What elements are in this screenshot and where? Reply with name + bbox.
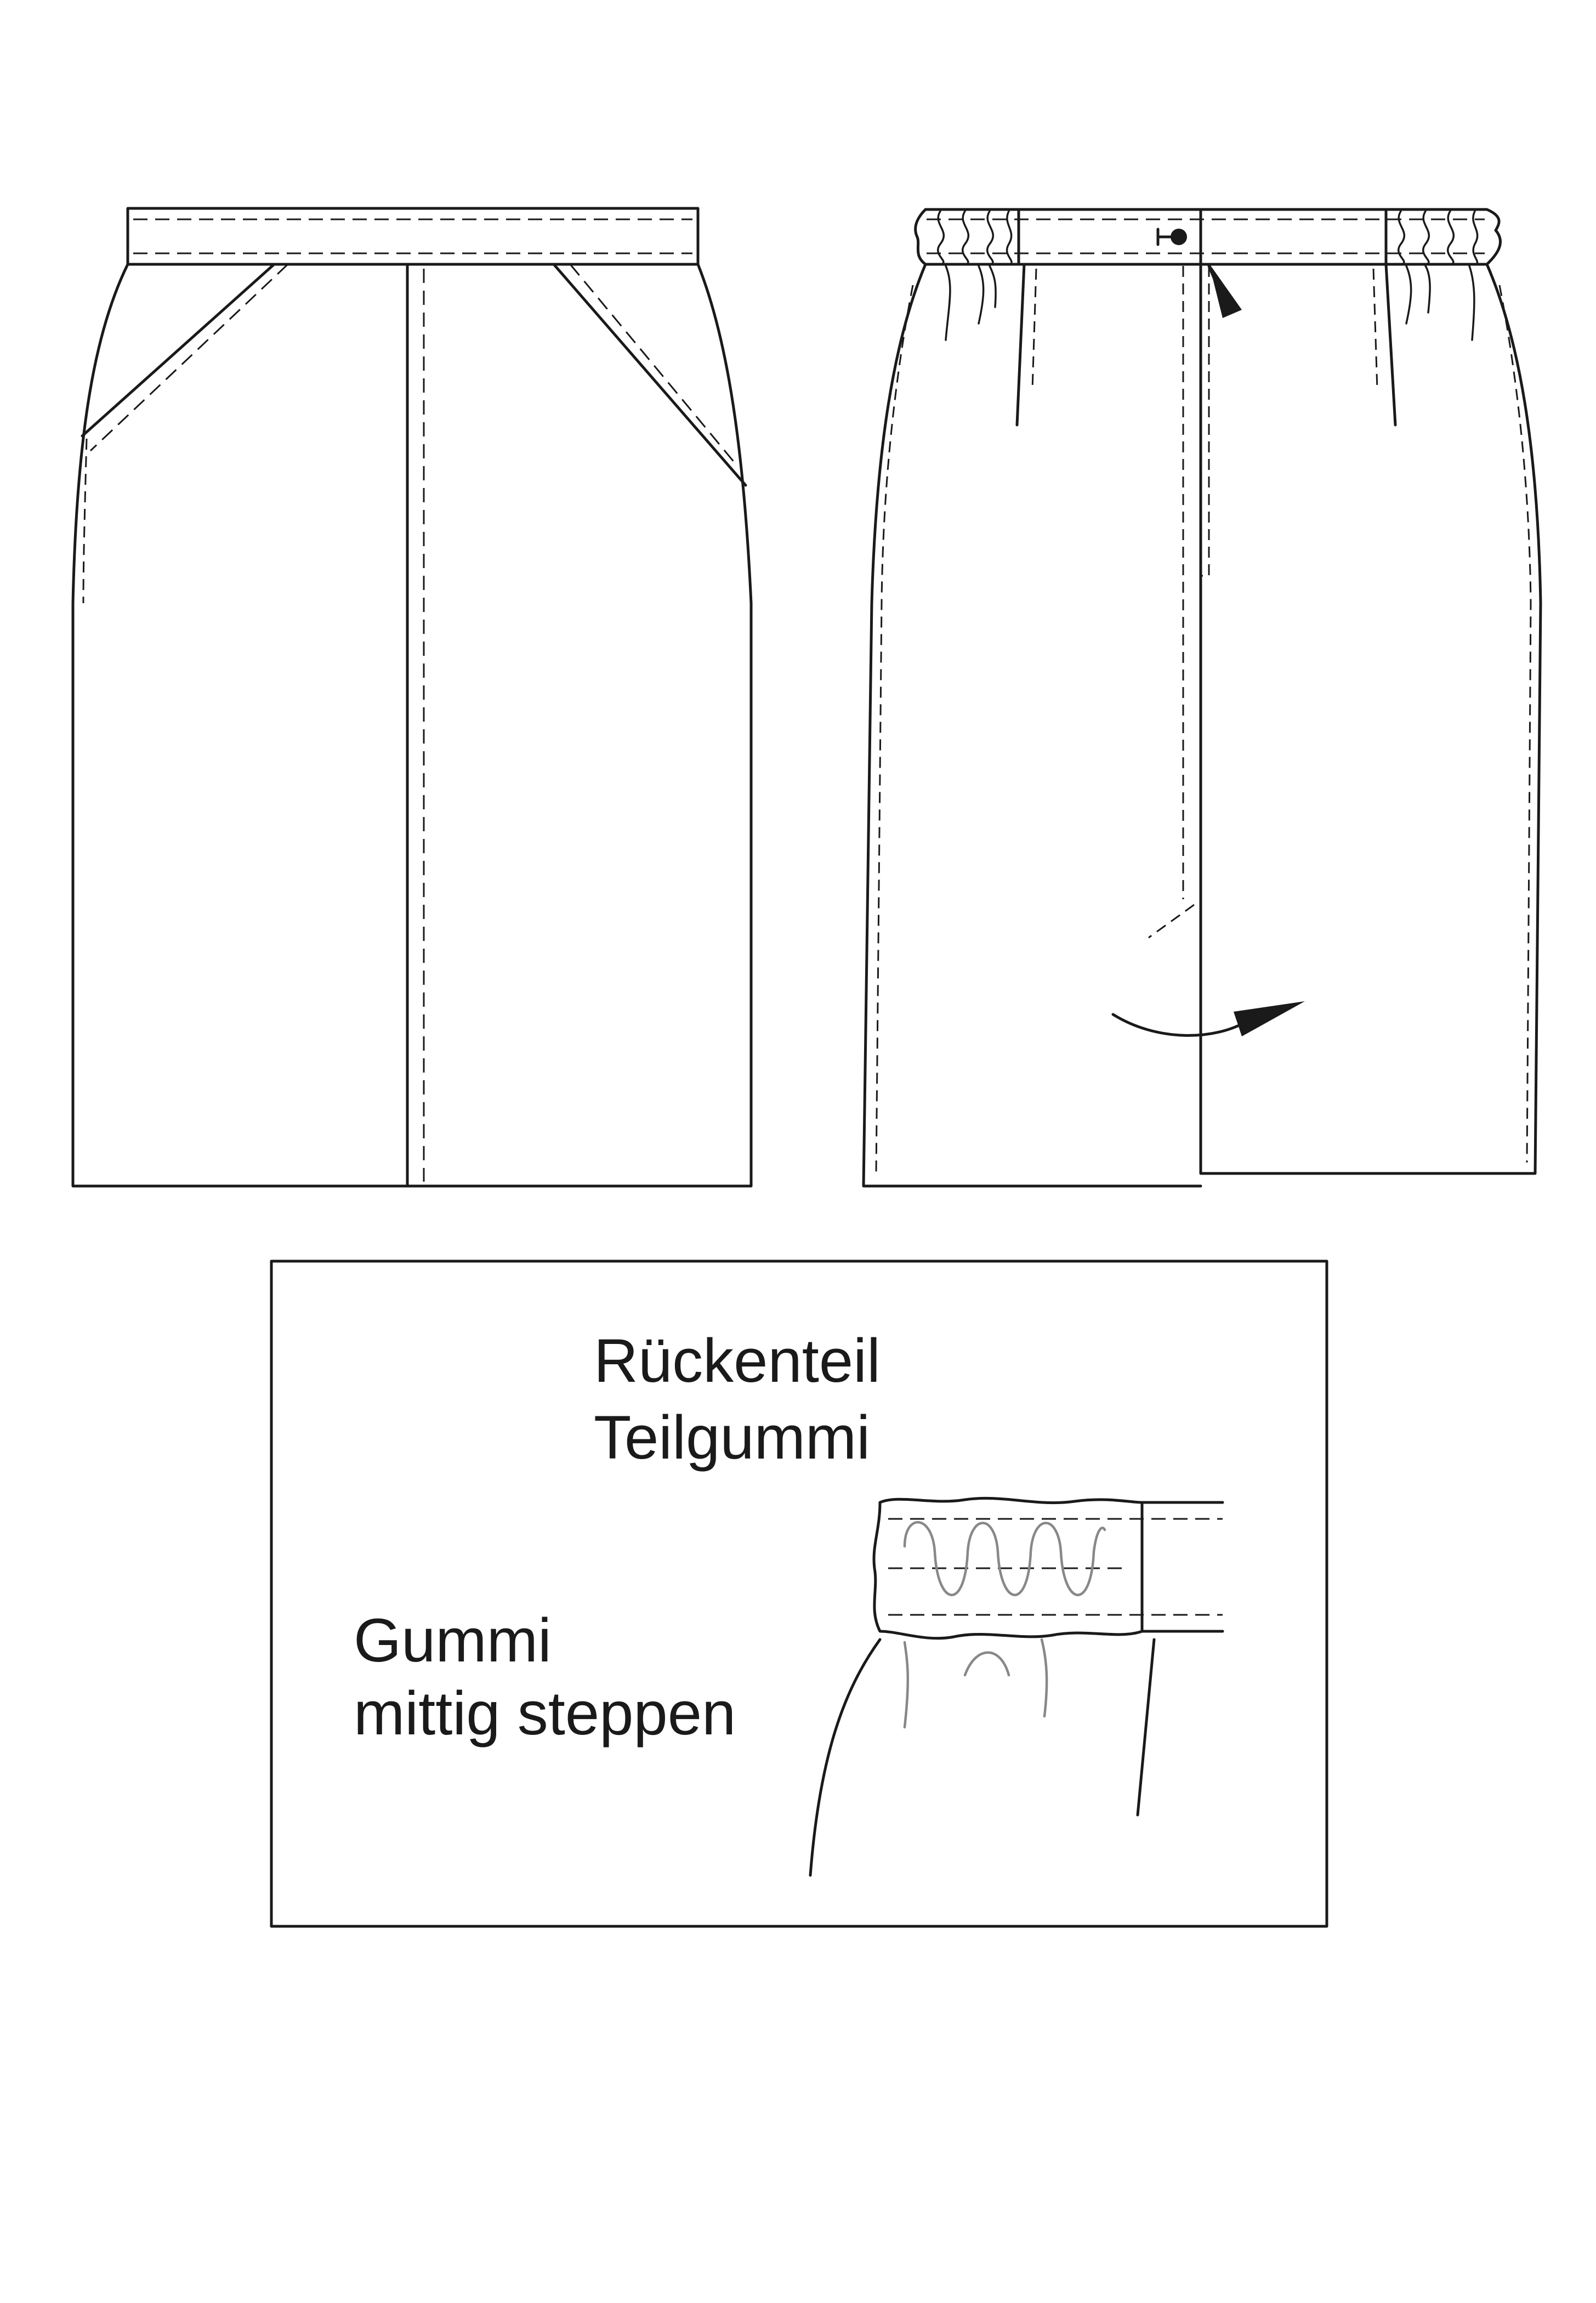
wrap-direction-arrow-icon <box>1111 1001 1305 1037</box>
detail-elastic-waistband <box>872 1496 1224 1640</box>
detail-title-line2: Teilgummi <box>594 1403 870 1472</box>
detail-note-line2: mittig steppen <box>354 1679 736 1748</box>
arrow-up-icon <box>1207 263 1242 318</box>
back-left-elastic-gathers <box>936 210 1013 265</box>
front-left-side-topstitch <box>82 438 88 604</box>
elastic-wave <box>903 1521 1106 1596</box>
skirt-back-view <box>862 208 1542 1188</box>
detail-frame <box>270 1260 1328 1928</box>
detail-title-line1: Rückenteil <box>594 1326 881 1395</box>
back-skirt-outline <box>862 263 1202 1188</box>
detail-note-line1: Gummi <box>354 1606 552 1675</box>
front-waistband <box>126 207 700 266</box>
detail-skirt-section <box>809 1638 1156 1877</box>
back-waistband <box>914 208 1502 266</box>
waistband-button-icon <box>1156 228 1187 246</box>
front-left-pocket <box>81 263 289 452</box>
skirt-front-view <box>71 207 753 1188</box>
detail-inset: Rückenteil Teilgummi Gummi mittig steppe… <box>270 1260 1328 1928</box>
front-right-pocket <box>552 263 747 487</box>
back-skirt-right-outline <box>1199 263 1542 1175</box>
back-right-dart <box>1372 263 1397 427</box>
back-fly-overlap <box>1148 266 1210 939</box>
front-skirt-outline <box>71 263 753 1188</box>
front-center-seam <box>406 263 425 1188</box>
back-left-dart <box>1015 263 1037 427</box>
back-right-elastic-gathers <box>1397 210 1479 265</box>
